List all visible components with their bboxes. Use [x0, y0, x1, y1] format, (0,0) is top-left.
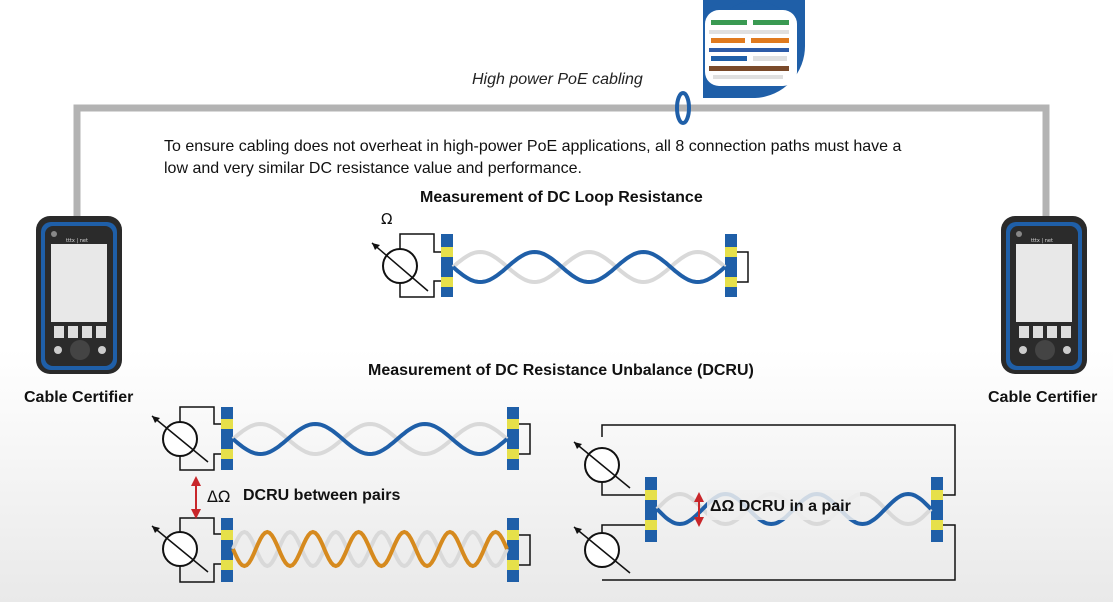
cable-certifier-right: tttx | net	[1001, 216, 1087, 374]
cable-certifier-left: tttx | net	[36, 216, 122, 374]
loop-heading: Measurement of DC Loop Resistance	[420, 189, 703, 206]
ohmmeter-icon-top	[151, 406, 224, 471]
intro-text: To ensure cabling does not overheat in h…	[164, 136, 964, 180]
measured-wire	[451, 249, 727, 285]
delta-arrow-between-pairs	[191, 476, 201, 519]
cable-certifier-left-label: Cable Certifier	[24, 389, 134, 406]
device-brand-left: tttx | net	[66, 238, 88, 244]
cable-certifier-right-label: Cable Certifier	[988, 389, 1098, 406]
ohmmeter-icon	[371, 233, 444, 298]
ghost-wire	[231, 421, 509, 457]
ohmmeter-icon-pair-top	[573, 441, 646, 496]
delta-omega-label: ΔΩ	[207, 487, 230, 506]
orange-twisted-pair	[231, 529, 509, 569]
blue-twisted-pair	[231, 421, 509, 457]
ohmmeter-icon-pair-bottom	[573, 524, 646, 574]
intro-line-1: To ensure cabling does not overheat in h…	[164, 138, 902, 155]
intro-line-2: low and very similar DC resistance value…	[164, 160, 582, 177]
measured-wire	[231, 421, 509, 457]
cabling-caption: High power PoE cabling	[472, 71, 643, 88]
measured-wire	[231, 529, 509, 569]
between-pairs-label: DCRU between pairs	[243, 487, 401, 504]
cable-cross-section-icon	[703, 0, 806, 98]
delta-arrow-in-pair	[694, 492, 704, 527]
cable-ring	[675, 91, 691, 125]
dcru-heading: Measurement of DC Resistance Unbalance (…	[368, 362, 754, 379]
loop-twisted-pair	[451, 249, 727, 285]
device-brand-right: tttx | net	[1031, 238, 1053, 244]
ohmmeter-icon-bottom	[151, 517, 224, 583]
in-pair-label: ΔΩ DCRU in a pair	[710, 498, 851, 515]
ghost-wire	[451, 249, 727, 285]
omega-symbol: Ω	[381, 210, 392, 228]
